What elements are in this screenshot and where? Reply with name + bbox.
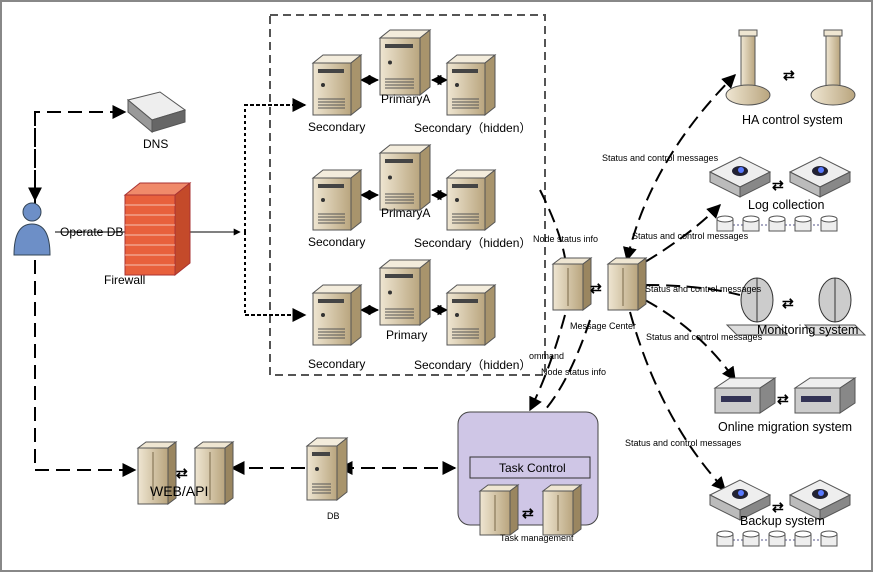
monitoring-dish-icon bbox=[803, 277, 867, 336]
message-label: Status and control messages bbox=[625, 438, 742, 448]
backup-system-label: Backup system bbox=[740, 514, 825, 528]
rack-server-icon bbox=[606, 257, 648, 311]
server-icon bbox=[445, 53, 497, 117]
migration-server-icon bbox=[793, 377, 857, 414]
node-status-1 bbox=[539, 189, 566, 259]
primary-label: Primary bbox=[386, 328, 427, 342]
migration-system-label: Online migration system bbox=[718, 420, 852, 434]
sync-icon: ⇄ bbox=[782, 295, 794, 311]
sync-icon: ⇄ bbox=[176, 465, 188, 481]
monitoring-dish-icon bbox=[725, 277, 789, 336]
replica-cluster-box bbox=[269, 14, 546, 376]
firewall-label: Firewall bbox=[104, 273, 145, 287]
server-icon bbox=[445, 168, 497, 232]
svg-text:⇄: ⇄ bbox=[782, 295, 794, 311]
monitoring-system-label: Monitoring system bbox=[757, 323, 858, 337]
node-status-label: Node status info bbox=[541, 367, 606, 377]
task-management-label: Task management bbox=[500, 533, 574, 543]
svg-text:⇄: ⇄ bbox=[783, 67, 795, 83]
rack-server-icon bbox=[136, 441, 178, 505]
message-label: Status and control messages bbox=[646, 332, 763, 342]
db-label: DB bbox=[327, 511, 340, 521]
rack-server-icon bbox=[541, 484, 583, 536]
svg-text:⇄: ⇄ bbox=[176, 465, 188, 481]
svg-text:⇄: ⇄ bbox=[777, 391, 789, 407]
log-server-icon bbox=[708, 156, 772, 198]
svg-text:⇄: ⇄ bbox=[590, 280, 602, 296]
message-center-label: Message Center bbox=[570, 321, 636, 331]
log-storage-icons bbox=[716, 215, 838, 232]
server-icon bbox=[445, 283, 497, 347]
message-label: Status and control messages bbox=[645, 284, 762, 294]
command-link bbox=[529, 314, 566, 412]
log-server-icon bbox=[788, 156, 852, 198]
task-control-bar[interactable] bbox=[469, 456, 591, 479]
svg-text:⇄: ⇄ bbox=[522, 505, 534, 521]
firewall-icon bbox=[123, 181, 192, 277]
server-icon bbox=[311, 283, 363, 347]
ha-system-label: HA control system bbox=[742, 113, 843, 127]
sync-icon: ⇄ bbox=[772, 499, 784, 515]
migration-server-icon bbox=[713, 377, 777, 414]
dns-label: DNS bbox=[143, 137, 168, 151]
rack-server-icon bbox=[193, 441, 235, 505]
user-icon bbox=[13, 202, 51, 256]
message-label: Status and control messages bbox=[602, 153, 719, 163]
ha-control-icon bbox=[810, 29, 856, 106]
backup-server-icon bbox=[788, 479, 852, 521]
primary-label: PrimaryA bbox=[381, 206, 430, 220]
sync-icon: ⇄ bbox=[783, 67, 795, 83]
server-icon bbox=[378, 258, 432, 327]
secondary-label: Secondary bbox=[308, 120, 365, 134]
server-icon bbox=[311, 168, 363, 232]
command-label: ommand bbox=[529, 351, 564, 361]
web-api-label: WEB/API bbox=[150, 483, 208, 499]
task-control-label: Task Control bbox=[499, 461, 566, 475]
server-icon bbox=[311, 53, 363, 117]
user-label: Operate DB bbox=[60, 225, 123, 239]
backup-server-icon bbox=[708, 479, 772, 521]
message-label: Status and control messages bbox=[632, 231, 749, 241]
svg-text:⇄: ⇄ bbox=[772, 499, 784, 515]
sync-icon: ⇄ bbox=[522, 505, 534, 521]
connectors bbox=[28, 74, 741, 492]
sync-icon: ⇄ bbox=[590, 280, 602, 296]
hidden-label: Secondary（hidden） bbox=[414, 236, 531, 250]
server-icon bbox=[378, 28, 432, 97]
hidden-label: Secondary（hidden） bbox=[414, 121, 531, 135]
server-icon bbox=[378, 143, 432, 212]
log-system-label: Log collection bbox=[748, 198, 824, 212]
rack-server-icon bbox=[478, 484, 520, 536]
dns-device-icon bbox=[126, 91, 187, 134]
secondary-label: Secondary bbox=[308, 235, 365, 249]
svg-text:⇄: ⇄ bbox=[772, 177, 784, 193]
backup-storage-icons bbox=[716, 530, 838, 547]
sync-icon: ⇄ bbox=[772, 177, 784, 193]
primary-label: PrimaryA bbox=[381, 92, 430, 106]
hidden-label: Secondary（hidden） bbox=[414, 358, 531, 372]
server-icon bbox=[305, 436, 349, 502]
node-status-label: Node status info bbox=[533, 234, 598, 244]
ha-control-icon bbox=[725, 29, 771, 106]
secondary-label: Secondary bbox=[308, 357, 365, 371]
sync-icon: ⇄ bbox=[777, 391, 789, 407]
web-api-link bbox=[34, 260, 137, 477]
rack-server-icon bbox=[551, 257, 593, 311]
